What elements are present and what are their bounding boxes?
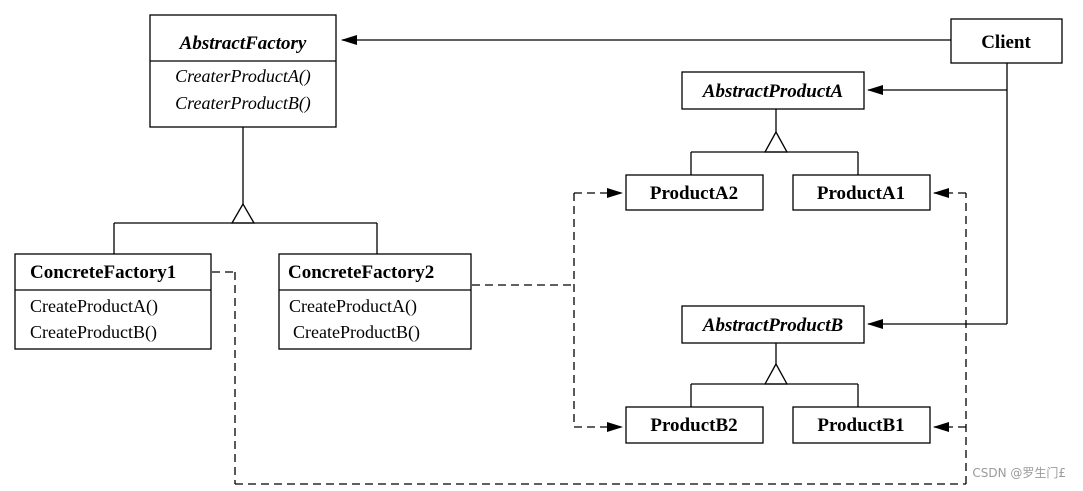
watermark-text: CSDN @罗生门£ xyxy=(972,465,1066,480)
client-class: Client xyxy=(950,18,1063,64)
productb2-name: ProductB2 xyxy=(650,415,737,436)
concretefactory1-op-a: CreateProductA() xyxy=(30,296,158,317)
producta2-class: ProductA2 xyxy=(625,174,764,211)
abstractfactory-name: AbstractFactory xyxy=(179,33,307,54)
concretefactory2-op-a: CreateProductA() xyxy=(289,296,417,317)
abstractproducta-class: AbstractProductA xyxy=(681,71,865,110)
product-a-inheritance xyxy=(690,109,859,175)
abstractfactory-op-a: CreaterProductA() xyxy=(175,66,311,87)
factory-inheritance xyxy=(113,127,378,254)
productb1-class: ProductB1 xyxy=(792,406,931,444)
productb2-class: ProductB2 xyxy=(625,406,764,444)
concretefactory1-dependencies xyxy=(212,188,967,485)
concretefactory2-class: ConcreteFactory2 CreateProductA() Create… xyxy=(278,253,472,350)
producta2-name: ProductA2 xyxy=(650,183,738,204)
concretefactory1-op-b: CreateProductB() xyxy=(30,322,157,343)
producta1-class: ProductA1 xyxy=(792,174,931,211)
abstractproductb-class: AbstractProductB xyxy=(681,305,865,344)
concretefactory2-name: ConcreteFactory2 xyxy=(288,262,434,283)
abstractfactory-class: AbstractFactory CreaterProductA() Create… xyxy=(149,14,337,128)
concretefactory2-op-b: CreateProductB() xyxy=(293,322,420,343)
abstractproductb-name: AbstractProductB xyxy=(702,315,843,336)
productb1-name: ProductB1 xyxy=(817,415,904,436)
concretefactory1-class: ConcreteFactory1 CreateProductA() Create… xyxy=(14,253,212,350)
client-name: Client xyxy=(981,32,1031,53)
producta1-name: ProductA1 xyxy=(817,183,905,204)
concretefactory2-dependencies xyxy=(472,188,623,432)
abstractproducta-name: AbstractProductA xyxy=(702,81,843,102)
concretefactory1-name: ConcreteFactory1 xyxy=(30,262,176,283)
abstractfactory-op-b: CreaterProductB() xyxy=(175,93,311,114)
product-b-inheritance xyxy=(690,343,859,407)
